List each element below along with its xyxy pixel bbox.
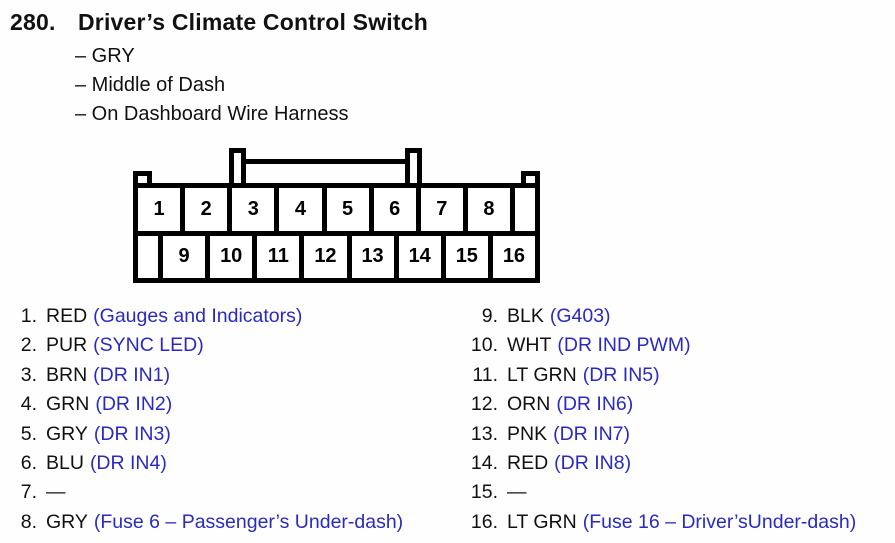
- pin-number: 9.: [481, 305, 498, 327]
- wire-color: RED: [46, 305, 88, 327]
- pin-list-item: 9. BLK (G403): [455, 302, 856, 331]
- connector-row-top: 1 2 3 4 5 6 7 8: [138, 188, 535, 231]
- pin-list-item: 11. LT GRN (DR IN5): [455, 361, 856, 390]
- pin-cell: 1: [138, 188, 181, 231]
- pin-list-item: 3. BRN (DR IN1): [13, 361, 403, 390]
- wire-color: LT GRN: [507, 510, 577, 533]
- pin-list-left: 1. RED (Gauges and Indicators) 2. PUR (S…: [13, 302, 403, 537]
- pin-cell: 9: [163, 235, 206, 278]
- pin-number: 3.: [20, 363, 37, 386]
- detail-line: – Middle of Dash: [75, 74, 226, 96]
- pin-description: (DR IN5): [582, 363, 660, 386]
- pin-number: 15.: [470, 481, 498, 504]
- pin-description: (SYNC LED): [93, 334, 204, 357]
- wire-color: BLK: [507, 305, 544, 327]
- pin-list-item: 14. RED (DR IN8): [455, 449, 856, 478]
- pin-number: 1.: [20, 305, 37, 327]
- pin-list-right: 9. BLK (G403) 10. WHT (DR IND PWM) 11. L…: [455, 302, 856, 537]
- pin-number: 11.: [472, 363, 498, 386]
- pin-number: 6.: [20, 451, 37, 474]
- pin-list-item: 7. —: [13, 478, 403, 507]
- pin-list-item: 13. PNK (DR IN7): [455, 420, 856, 449]
- pin-cell: 5: [326, 188, 369, 231]
- pin-list-item: 2. PUR (SYNC LED): [13, 331, 403, 360]
- pin-description: (DR IN2): [95, 393, 173, 416]
- pin-number: 10.: [470, 334, 498, 357]
- pin-cell: 8: [467, 188, 510, 231]
- detail-list: – GRY – Middle of Dash – On Dashboard Wi…: [75, 42, 348, 129]
- pin-description: (DR IN4): [89, 451, 167, 474]
- wire-color: —: [507, 481, 527, 504]
- pin-cell: 14: [398, 235, 441, 278]
- wire-color: WHT: [507, 334, 552, 357]
- pin-description: (DR IND PWM): [557, 334, 691, 357]
- pin-cell: 4: [279, 188, 322, 231]
- detail-line: – GRY: [75, 45, 135, 67]
- pin-number: 12.: [470, 393, 498, 416]
- connector-row-bottom: 9 10 11 12 13 14 15 16: [138, 235, 535, 278]
- pin-cell: 15: [445, 235, 488, 278]
- pin-list-item: 1. RED (Gauges and Indicators): [13, 302, 403, 331]
- pin-cell: 6: [373, 188, 416, 231]
- pin-cell: 7: [420, 188, 463, 231]
- wire-color: —: [46, 481, 66, 504]
- connector-latch-bar: [244, 159, 407, 164]
- pin-description: (DR IN6): [556, 393, 634, 416]
- pin-list-item: 6. BLU (DR IN4): [13, 449, 403, 478]
- page-title: Driver’s Climate Control Switch: [78, 9, 428, 35]
- pin-list-item: 8. GRY (Fuse 6 – Passenger’s Under-dash): [13, 508, 403, 537]
- connector-latch-post-right: [405, 148, 422, 183]
- wire-color: GRY: [46, 510, 88, 533]
- wire-color: BRN: [46, 363, 88, 386]
- wire-color: BLU: [46, 451, 84, 474]
- pin-description: (DR IN7): [553, 422, 631, 445]
- pin-description: (DR IN8): [554, 451, 632, 474]
- pin-cell: 10: [210, 235, 253, 278]
- wire-color: GRN: [46, 393, 90, 416]
- pin-cell: 3: [232, 188, 275, 231]
- blank-cell: [515, 188, 535, 231]
- pin-list-item: 10. WHT (DR IND PWM): [455, 331, 856, 360]
- connector-body: 1 2 3 4 5 6 7 8 9 10 11 12 13 14 15 16: [133, 183, 540, 283]
- pin-list-item: 4. GRN (DR IN2): [13, 390, 403, 419]
- pin-description: (Fuse 6 – Passenger’s Under-dash): [93, 510, 404, 533]
- pin-cell: 2: [185, 188, 228, 231]
- pin-list-item: 5. GRY (DR IN3): [13, 420, 403, 449]
- blank-cell: [138, 235, 158, 278]
- wire-color: ORN: [507, 393, 551, 416]
- wire-color: LT GRN: [507, 363, 577, 386]
- wire-color: RED: [507, 451, 549, 474]
- pin-cell: 11: [257, 235, 300, 278]
- pin-description: (Gauges and Indicators): [93, 305, 303, 327]
- pin-description: (DR IN3): [93, 422, 171, 445]
- pin-cell: 16: [492, 235, 535, 278]
- pin-list-item: 12. ORN (DR IN6): [455, 390, 856, 419]
- detail-line: – On Dashboard Wire Harness: [75, 103, 349, 125]
- pin-number: 5.: [20, 422, 37, 445]
- item-number: 280.: [10, 9, 56, 35]
- pin-description: (G403): [549, 305, 611, 327]
- pin-number: 8.: [20, 510, 37, 533]
- pin-list-item: 16. LT GRN (Fuse 16 – Driver’sUnder-dash…: [455, 508, 856, 537]
- pin-number: 14.: [470, 451, 498, 474]
- pin-cell: 13: [351, 235, 394, 278]
- wire-color: PUR: [46, 334, 88, 357]
- pin-list-item: 15. —: [455, 478, 856, 507]
- wire-color: PNK: [507, 422, 548, 445]
- pin-cell: 12: [304, 235, 347, 278]
- pin-number: 7.: [20, 481, 37, 504]
- pin-number: 16.: [470, 510, 498, 533]
- connector-latch-post-left: [229, 148, 246, 183]
- pin-number: 13.: [470, 422, 498, 445]
- pin-description: (DR IN1): [93, 363, 171, 386]
- wire-color: GRY: [46, 422, 88, 445]
- pin-number: 4.: [20, 393, 37, 416]
- pin-number: 2.: [20, 334, 37, 357]
- pin-description: (Fuse 16 – Driver’sUnder-dash): [582, 510, 857, 533]
